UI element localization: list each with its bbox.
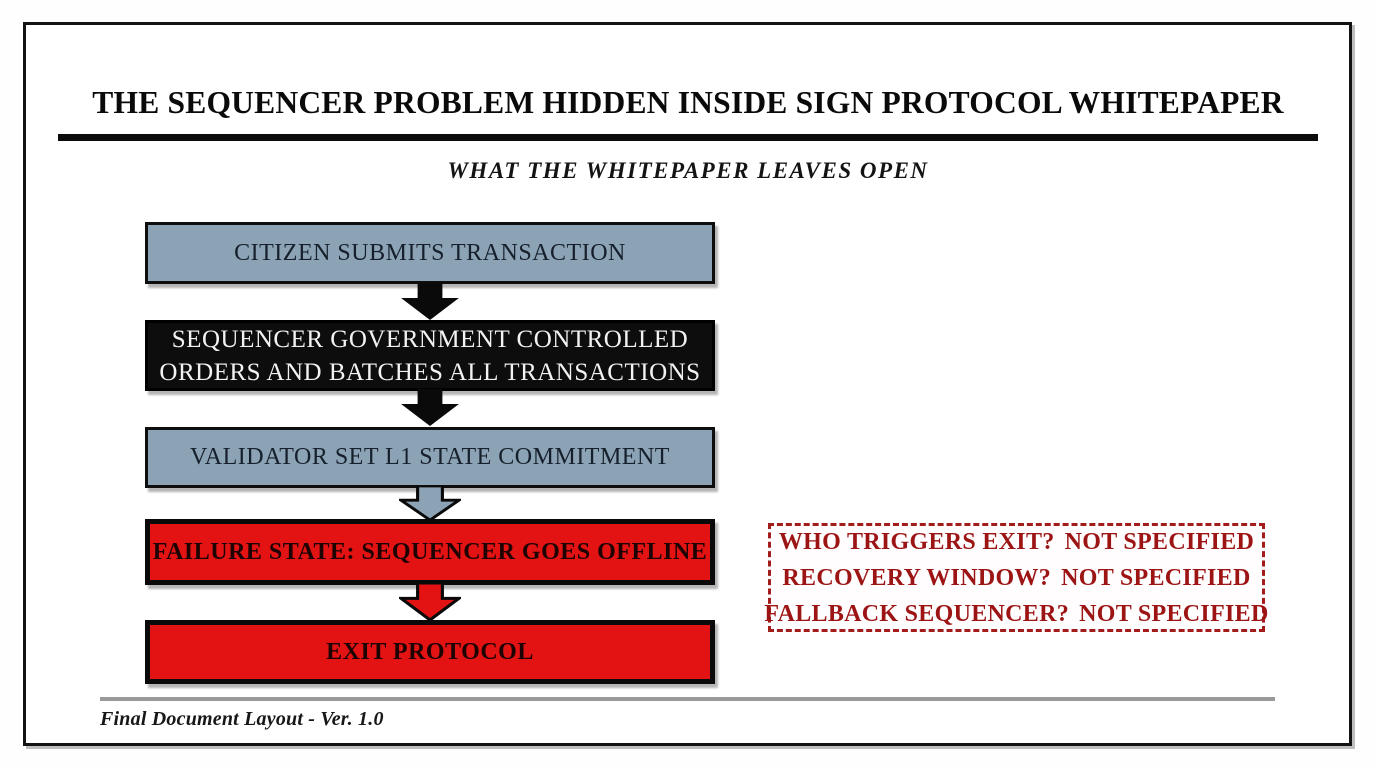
flow-node-failure-state: FAILURE STATE: SEQUENCER GOES OFFLINE: [145, 519, 715, 585]
question-text: WHO TRIGGERS EXIT?: [778, 528, 1055, 555]
flow-node-label: EXIT PROTOCOL: [326, 638, 534, 665]
answer-text: NOT SPECIFIED: [1061, 564, 1251, 591]
flow-node-validator-commitment: VALIDATOR SET L1 STATE COMMITMENT: [145, 427, 715, 488]
open-question-row: FALLBACK SEQUENCER? NOT SPECIFIED: [764, 597, 1268, 631]
question-text: RECOVERY WINDOW?: [782, 564, 1052, 591]
flow-node-label-line1: SEQUENCER GOVERNMENT CONTROLLED: [171, 325, 689, 353]
open-question-row: WHO TRIGGERS EXIT? NOT SPECIFIED: [779, 525, 1254, 559]
footer-note: Final Document Layout - Ver. 1.0: [100, 708, 384, 730]
open-question-row: RECOVERY WINDOW? NOT SPECIFIED: [779, 561, 1254, 595]
arrow-down-outline-icon: [399, 486, 461, 522]
page-title: THE SEQUENCER PROBLEM HIDDEN INSIDE SIGN…: [92, 84, 1284, 120]
flow-node-label: VALIDATOR SET L1 STATE COMMITMENT: [190, 444, 670, 470]
footer-divider: [100, 697, 1275, 701]
flow-node-citizen-submits: CITIZEN SUBMITS TRANSACTION: [145, 222, 715, 284]
question-text: FALLBACK SEQUENCER?: [764, 600, 1070, 627]
flow-node-label: FAILURE STATE: SEQUENCER GOES OFFLINE: [152, 538, 708, 565]
open-questions-box: WHO TRIGGERS EXIT? NOT SPECIFIED RECOVER…: [764, 523, 1268, 632]
flow-node-sequencer-controlled: SEQUENCER GOVERNMENT CONTROLLED ORDERS A…: [145, 320, 715, 391]
arrow-down-icon: [399, 389, 461, 427]
title-underline: [58, 134, 1318, 141]
flow-node-label: CITIZEN SUBMITS TRANSACTION: [234, 239, 626, 266]
arrow-down-icon: [399, 283, 461, 321]
answer-text: NOT SPECIFIED: [1079, 600, 1269, 627]
flow-node-label-line2: ORDERS AND BATCHES ALL TRANSACTIONS: [159, 358, 701, 386]
answer-text: NOT SPECIFIED: [1064, 528, 1255, 555]
page-subtitle: WHAT THE WHITEPAPER LEAVES OPEN: [447, 158, 929, 183]
flow-node-exit-protocol: EXIT PROTOCOL: [145, 620, 715, 684]
arrow-down-outline-icon: [399, 583, 461, 622]
